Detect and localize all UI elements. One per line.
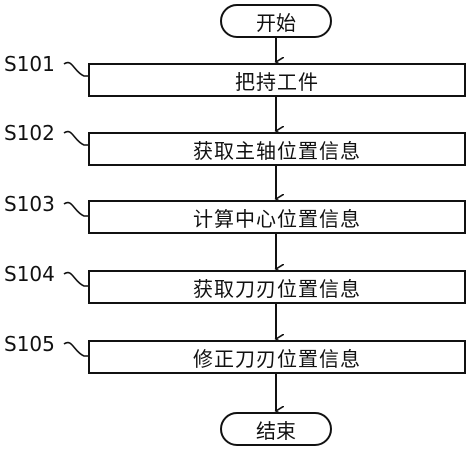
process-text-s101: 把持工件 [235,69,319,94]
process-box-s101: 把持工件 [88,63,466,97]
process-box-s102: 获取主轴位置信息 [88,132,466,166]
process-text-s103: 计算中心位置信息 [193,206,361,231]
process-box-s104: 获取刀刃位置信息 [88,270,466,304]
end-label: 结束 [256,418,296,443]
leader-line-s102 [63,130,88,146]
process-text-s104: 获取刀刃位置信息 [193,276,361,301]
leader-line-s101 [63,61,88,77]
step-id-s103: S103 [4,192,55,216]
start-terminal: 开始 [220,4,332,38]
leader-line-s104 [63,271,88,287]
end-terminal: 结束 [220,412,332,446]
step-id-s105: S105 [4,332,55,356]
leader-line-s103 [63,201,88,217]
start-label: 开始 [256,10,296,35]
step-id-s101: S101 [4,52,55,76]
step-id-s102: S102 [4,121,55,145]
step-id-s104: S104 [4,262,55,286]
process-text-s102: 获取主轴位置信息 [193,138,361,163]
leader-line-s105 [63,341,88,357]
process-box-s105: 修正刀刃位置信息 [88,340,466,374]
process-text-s105: 修正刀刃位置信息 [193,346,361,371]
process-box-s103: 计算中心位置信息 [88,200,466,234]
